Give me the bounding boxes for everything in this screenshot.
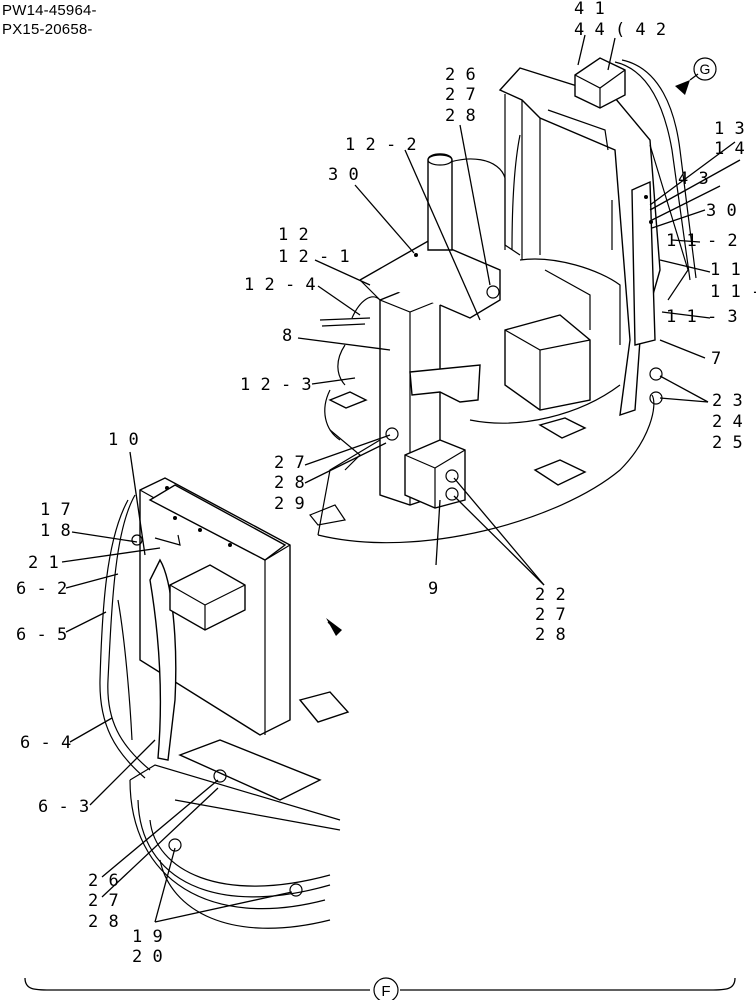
callout-11-2: 1 1 - 2 [666,231,738,251]
upper-frame-assembly [309,57,697,544]
callout-30-right: 3 0 [706,201,737,221]
callout-43: 4 3 [678,169,709,189]
callout-7: 7 [711,349,721,369]
callout-27-mid: 2 7 [274,453,305,473]
callout-10: 1 0 [108,430,139,450]
callout-24: 2 4 [712,412,743,432]
callout-11: 1 1 [710,260,741,280]
callout-28-right: 2 8 [535,625,566,645]
callout-12: 1 2 [278,225,309,245]
callout-labels: 4 1 4 4 ( 4 2 2 6 2 7 2 8 1 3 1 4 1 2 - … [16,0,756,967]
callout-12-2: 1 2 - 2 [345,135,417,155]
callout-29: 2 9 [274,494,305,514]
callout-44-42: 4 4 ( 4 2 [574,20,666,40]
callout-12-4: 1 2 - 4 [244,275,316,295]
callout-41: 4 1 [574,0,605,19]
view-g-label: G [700,61,711,77]
callout-28-top: 2 8 [445,106,476,126]
callout-20: 2 0 [132,947,163,967]
callout-6-2: 6 - 2 [16,579,67,599]
callout-9: 9 [428,579,438,599]
view-f-label: F [381,983,390,1000]
serial-range-1: PW14-45964- [2,2,97,19]
callout-17: 1 7 [40,500,71,520]
callout-19: 1 9 [132,927,163,947]
callout-22: 2 2 [535,585,566,605]
callout-12-3: 1 2 - 3 [240,375,312,395]
callout-28-bottom: 2 8 [88,912,119,932]
callout-18: 1 8 [40,521,71,541]
direction-arrow [326,618,342,636]
leader-lines [61,34,741,923]
callout-25: 2 5 [712,433,743,453]
callout-26-bottom: 2 6 [88,871,119,891]
callout-30-left: 3 0 [328,165,359,185]
callout-27-top: 2 7 [445,85,476,105]
callout-13: 1 3 [714,119,745,139]
callout-27-right: 2 7 [535,605,566,625]
callout-6-4: 6 - 4 [20,733,71,753]
callout-26-top: 2 6 [445,65,476,85]
serial-range-2: PX15-20658- [2,21,93,38]
callout-28-mid: 2 8 [274,473,305,493]
callout-8: 8 [282,326,292,346]
callout-23: 2 3 [712,391,743,411]
callout-14: 1 4 [714,139,745,159]
callout-6-3: 6 - 3 [38,797,89,817]
view-arrow-g: G [675,57,717,95]
callout-11-dash: 1 1 - [710,282,756,302]
callout-21: 2 1 [28,553,59,573]
callout-6-5: 6 - 5 [16,625,67,645]
lower-frame-assembly [99,477,350,929]
callout-11-3: 1 1 - 3 [666,307,738,327]
callout-12-1: 1 2 - 1 [278,247,350,267]
bottom-brace: F [24,977,736,1000]
callout-27-bottom: 2 7 [88,891,119,911]
